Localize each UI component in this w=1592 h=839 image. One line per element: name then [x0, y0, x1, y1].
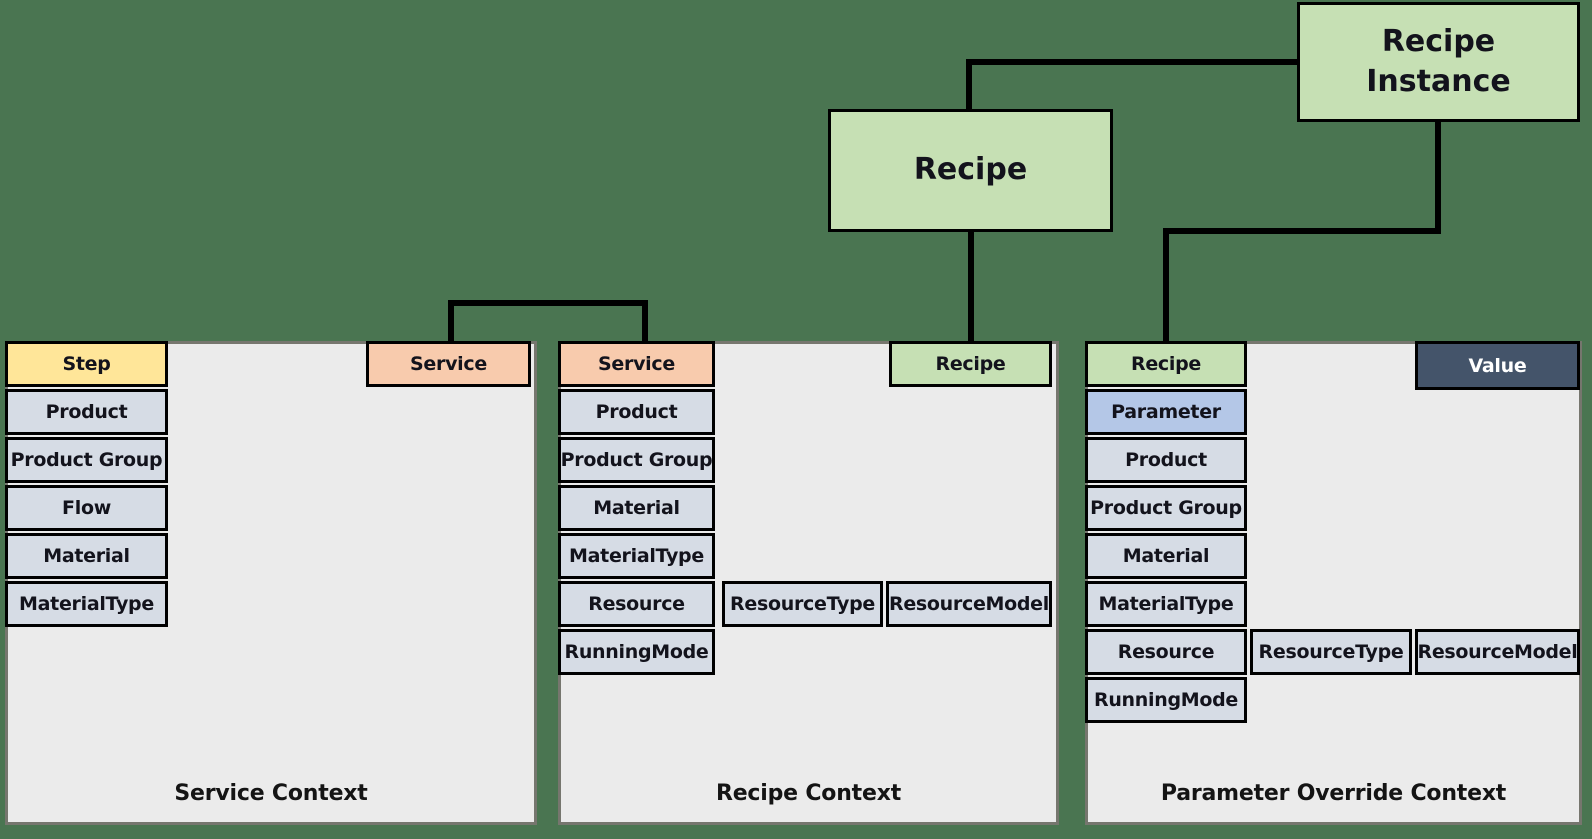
row-step: Step: [5, 341, 168, 387]
row-product-group: Product Group: [5, 437, 168, 483]
cell-resourcetype: ResourceType: [722, 581, 883, 627]
connector-service-service-v1: [448, 300, 454, 344]
corner-recipe: Recipe: [889, 341, 1052, 387]
corner-value: Value: [1415, 341, 1580, 390]
row-recipe: Recipe: [1085, 341, 1247, 387]
panel-title-recipe-context: Recipe Context: [715, 781, 902, 806]
row-materialtype: MaterialType: [558, 533, 715, 579]
row-material: Material: [558, 485, 715, 531]
row-product-group: Product Group: [558, 437, 715, 483]
connector-recipeinstance-recipe-h: [966, 59, 1297, 65]
corner-service-1: Service: [366, 341, 531, 387]
connector-recipeinstance-paramcontext-v2: [1163, 228, 1169, 344]
row-materialtype: MaterialType: [5, 581, 168, 627]
cell-resourcemodel: ResourceModel: [1415, 629, 1580, 675]
row-material: Material: [1085, 533, 1247, 579]
connector-recipeinstance-paramcontext-v1: [1435, 119, 1441, 234]
row-runningmode: RunningMode: [1085, 677, 1247, 723]
row-parameter: Parameter: [1085, 389, 1247, 435]
connector-recipeinstance-paramcontext-h: [1163, 228, 1441, 234]
row-materialtype: MaterialType: [1085, 581, 1247, 627]
row-product: Product: [558, 389, 715, 435]
node-recipe: Recipe: [828, 109, 1113, 232]
row-flow: Flow: [5, 485, 168, 531]
panel-title-service-context: Service Context: [174, 781, 368, 806]
connector-recipe-recipecontext-v: [968, 228, 974, 344]
row-runningmode: RunningMode: [558, 629, 715, 675]
row-product: Product: [5, 389, 168, 435]
row-product-group: Product Group: [1085, 485, 1247, 531]
cell-resourcemodel: ResourceModel: [886, 581, 1052, 627]
row-material: Material: [5, 533, 168, 579]
connector-service-service-h: [448, 300, 648, 306]
connector-service-service-v2: [642, 300, 648, 344]
panel-title-parameter-override-context: Parameter Override Context: [1160, 781, 1507, 806]
row-resource: Resource: [558, 581, 715, 627]
row-resource: Resource: [1085, 629, 1247, 675]
connector-recipeinstance-recipe-v: [966, 59, 972, 112]
cell-resourcetype: ResourceType: [1250, 629, 1412, 675]
row-service: Service: [558, 341, 715, 387]
node-recipe-instance: Recipe Instance: [1297, 2, 1580, 122]
row-product: Product: [1085, 437, 1247, 483]
